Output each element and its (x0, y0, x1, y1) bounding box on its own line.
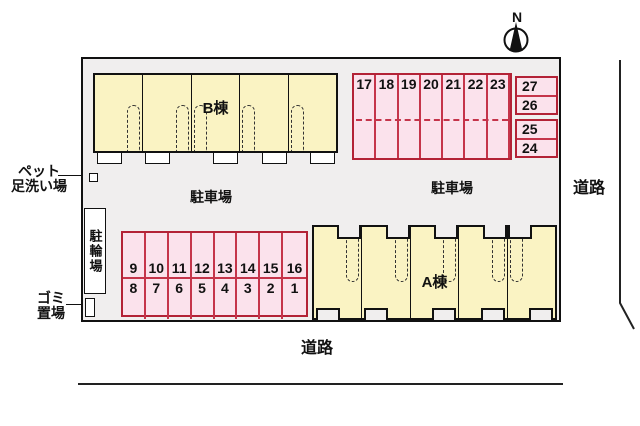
parking-stall: 4 (215, 279, 238, 319)
entry-corridor (394, 227, 408, 282)
parking-stall: 1 (290, 280, 299, 296)
entry-corridor (127, 105, 141, 151)
parking-stall: 17 (354, 75, 377, 158)
entry-corridor (242, 105, 256, 151)
entry-notch (482, 225, 507, 239)
building-b-unit (143, 75, 192, 164)
entry-corridor (193, 105, 207, 151)
stall-dashed-divider (356, 119, 508, 121)
pet-wash-label-line2: 足洗い場 (11, 178, 67, 195)
parking-stall: 18 (376, 75, 399, 158)
entry-step (261, 152, 287, 164)
parking-stall: 6 (169, 279, 192, 319)
parking-stall: 8 (123, 279, 146, 319)
entry-corridor (443, 227, 457, 282)
garbage-label: ゴミ 置場 (34, 290, 68, 322)
parking-stall: 10 (145, 233, 169, 279)
entry-corridor (509, 227, 523, 282)
entry-step (213, 152, 239, 164)
parking-block-17-23: 17 18 19 20 21 22 23 (352, 73, 512, 160)
entry-corridor (290, 105, 304, 151)
parking-stall: 20 (421, 75, 444, 158)
garbage-station (85, 298, 95, 317)
building-b-unit (192, 75, 241, 164)
road-line-right (619, 60, 635, 330)
parking-stall: 26 (522, 96, 538, 113)
building-b-unit (240, 75, 289, 164)
pet-wash-label-line1: ペット (18, 163, 60, 179)
building-a-unit (362, 225, 411, 320)
entry-notch (385, 225, 410, 239)
pet-wash-pointer-line (58, 175, 89, 176)
parking-block-25-24: 25 24 (515, 119, 558, 158)
building-b-unit (289, 75, 336, 164)
parking-stall: 15 (260, 233, 284, 279)
parking-block-27-26: 27 26 (515, 76, 558, 115)
parking-stall: 9 (123, 233, 146, 279)
balcony-notch (364, 308, 389, 320)
entry-corridor (491, 227, 505, 282)
parking-stall: 14 (237, 233, 261, 279)
parking-block-1-16: 9 10 11 12 13 14 15 16 8 7 6 5 4 3 2 1 (121, 231, 308, 319)
parking-lot-label-left: 駐車場 (190, 189, 232, 205)
garbage-label-line2: 置場 (37, 305, 65, 322)
entry-step (145, 152, 171, 164)
compass-north-label: N (511, 9, 523, 25)
parking-stall: 7 (146, 279, 169, 319)
parking-stall: 13 (214, 233, 238, 279)
building-b-label: B棟 (202, 100, 229, 117)
parking-stall: 16 (283, 233, 306, 279)
entry-notch (434, 225, 459, 239)
balcony-notch (529, 308, 554, 320)
parking-lot-label-right: 駐車場 (431, 180, 473, 196)
parking-stall: 24 (522, 139, 538, 156)
pet-wash-station (89, 173, 98, 182)
road-line-bottom (78, 383, 563, 385)
balcony-notch (432, 308, 457, 320)
parking-stall: 12 (191, 233, 215, 279)
entry-notch (507, 225, 532, 239)
parking-stall: 3 (237, 279, 261, 319)
entry-notch (337, 225, 362, 239)
road-label-right: 道路 (573, 180, 606, 197)
balcony-notch (480, 308, 505, 320)
garbage-label-line1: ゴミ (37, 290, 65, 306)
parking-stall: 21 (443, 75, 466, 158)
building-b-unit (95, 75, 144, 164)
building-a-unit (507, 225, 555, 320)
garbage-pointer-line (66, 304, 85, 305)
parking-stall: 27 (517, 78, 556, 97)
bicycle-parking-label: 駐輪場 (87, 228, 103, 274)
parking-stall: 5 (192, 279, 215, 319)
building-b: B棟 (93, 73, 338, 164)
parking-stall: 22 (465, 75, 488, 158)
building-a: A棟 (312, 225, 557, 320)
parking-stall: 19 (399, 75, 421, 158)
pet-wash-label: ペット 足洗い場 (6, 163, 72, 195)
entry-corridor (346, 227, 360, 282)
compass-icon (503, 22, 529, 53)
building-a-unit (314, 225, 363, 320)
building-a-unit (459, 225, 508, 320)
entry-step (97, 152, 122, 164)
parking-stall: 2 (260, 279, 284, 319)
bicycle-parking-box: 駐輪場 (84, 208, 106, 294)
balcony-notch (316, 308, 340, 320)
parking-stall: 25 (517, 121, 556, 140)
road-label-bottom: 道路 (301, 340, 334, 357)
entry-step (310, 152, 336, 164)
parking-stall: 11 (168, 233, 192, 279)
site-boundary: B棟 17 18 (81, 57, 561, 322)
building-a-label: A棟 (421, 274, 448, 291)
building-a-unit (411, 225, 460, 320)
parking-stall: 23 (488, 75, 510, 158)
entry-corridor (175, 105, 189, 151)
